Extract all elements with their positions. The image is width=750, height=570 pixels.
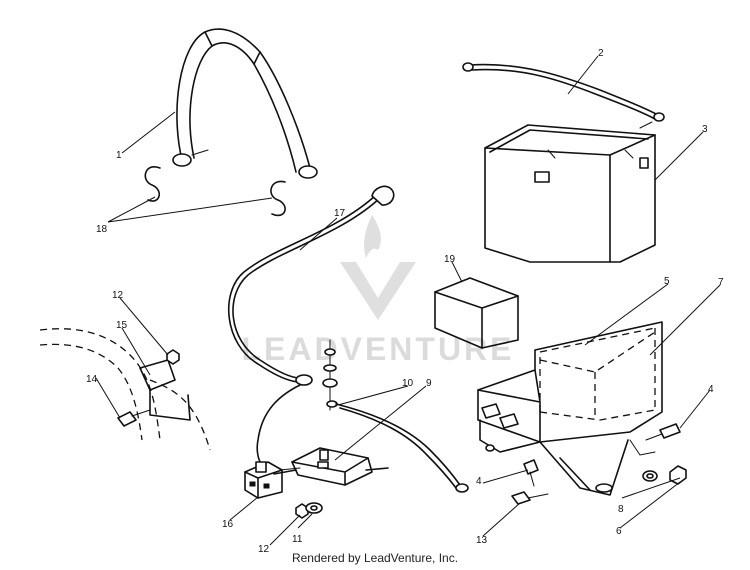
solenoid-hardware — [295, 502, 323, 519]
callout-4-bottom: 4 — [476, 476, 482, 487]
callout-12-bottom: 12 — [258, 544, 270, 555]
callout-15: 15 — [116, 320, 128, 331]
battery-tray — [477, 321, 663, 496]
callout-3: 3 — [702, 124, 708, 135]
callout-4-right: 4 — [708, 384, 714, 395]
callout-16: 16 — [222, 519, 234, 530]
s-hooks — [144, 166, 286, 217]
callout-10: 10 — [402, 378, 414, 389]
callout-9: 9 — [426, 378, 432, 389]
callout-17: 17 — [334, 208, 346, 219]
callout-13: 13 — [476, 535, 488, 546]
hold-down-strap — [172, 28, 318, 179]
positive-cable — [227, 185, 395, 386]
callout-19: 19 — [444, 254, 456, 265]
callout-5: 5 — [664, 276, 670, 287]
relay-wire — [256, 384, 301, 466]
terminal-stud — [322, 339, 338, 411]
callout-12-top: 12 — [112, 290, 124, 301]
starter-relay — [244, 461, 283, 499]
solenoid — [273, 447, 389, 486]
callouts: 1 18 2 3 17 19 5 7 12 15 14 10 9 4 4 8 6… — [86, 48, 724, 555]
callout-18: 18 — [96, 224, 108, 235]
callout-2: 2 — [598, 48, 604, 59]
ground-cable — [462, 62, 665, 129]
footer-credit: Rendered by LeadVenture, Inc. — [291, 551, 459, 565]
callout-11: 11 — [292, 534, 303, 545]
tray-fasteners — [511, 423, 687, 505]
callout-7: 7 — [718, 277, 724, 288]
callout-14: 14 — [86, 374, 98, 385]
callout-1: 1 — [116, 150, 122, 161]
battery — [484, 124, 656, 263]
frame-outline — [39, 328, 211, 451]
leader-lines — [95, 55, 721, 546]
lead-wire — [335, 403, 469, 493]
callout-6: 6 — [616, 526, 622, 537]
callout-8: 8 — [618, 504, 624, 515]
battery-pad — [434, 277, 519, 349]
watermark: LEADVENTURE — [241, 215, 514, 367]
watermark-text: LEADVENTURE — [241, 331, 514, 367]
